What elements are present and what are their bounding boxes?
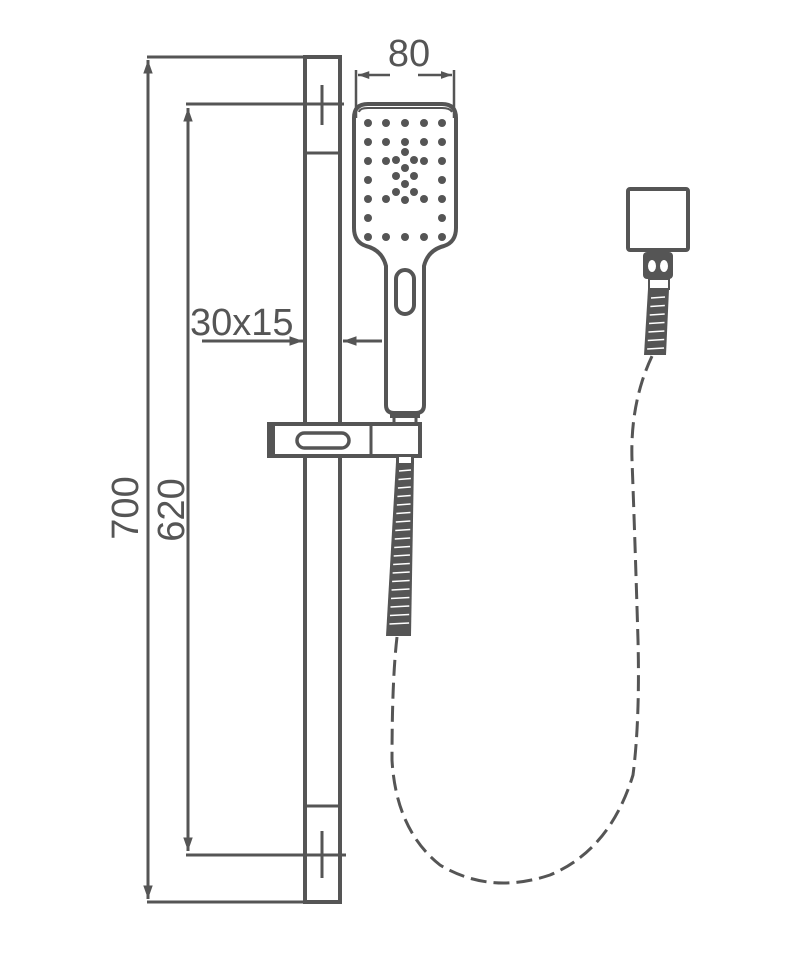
hose-ridge <box>396 511 411 515</box>
nozzle <box>364 157 372 165</box>
nozzle <box>410 172 418 180</box>
overall-length-dimension: 700 <box>105 55 305 904</box>
nozzle <box>438 233 446 241</box>
nozzle <box>382 233 390 241</box>
nozzle <box>364 214 372 222</box>
nozzle <box>364 119 372 127</box>
nozzle <box>420 233 428 241</box>
nozzle <box>382 195 390 203</box>
nozzle <box>438 176 446 184</box>
nozzle <box>420 157 428 165</box>
sliding-holder <box>267 422 422 464</box>
nozzle <box>364 233 372 241</box>
rail-section-label: 30x15 <box>190 302 294 344</box>
hose-ridge <box>650 304 665 308</box>
hose-ridge <box>398 469 412 472</box>
nozzle <box>438 119 446 127</box>
nozzle <box>392 188 400 196</box>
wall-outlet-elbow <box>626 187 690 355</box>
hose-ridge <box>648 330 665 333</box>
bracket-spacing-dimension: 620 <box>151 102 346 857</box>
hose-ridge <box>392 571 410 574</box>
nozzle <box>392 156 400 164</box>
rail-section-dimension: 30x15 <box>190 302 382 346</box>
nozzle <box>420 119 428 127</box>
hose-ridge <box>395 520 411 523</box>
nozzle <box>420 195 428 203</box>
nozzle <box>401 180 409 188</box>
nozzle <box>401 196 409 204</box>
hose-ridge <box>389 622 410 625</box>
hose-ridge <box>398 477 411 481</box>
nozzle <box>392 172 400 180</box>
nozzle <box>438 157 446 165</box>
nozzle <box>401 164 409 172</box>
hose-ridge <box>391 588 410 591</box>
nozzle <box>438 138 446 146</box>
overall-length-label: 700 <box>105 476 147 539</box>
nozzle <box>382 119 390 127</box>
nozzle <box>401 138 409 146</box>
bracket-spacing-label: 620 <box>151 478 193 541</box>
nozzle <box>364 195 372 203</box>
hand-shower <box>352 102 458 430</box>
shower-hose <box>390 351 656 885</box>
hose-ridge <box>647 338 665 342</box>
hose-ridge <box>390 605 410 608</box>
nozzle <box>438 214 446 222</box>
spray-nozzles <box>364 119 446 241</box>
hose-ridge <box>650 296 666 299</box>
nozzle <box>420 138 428 146</box>
hose-ridge <box>397 486 411 489</box>
nozzle <box>438 195 446 203</box>
hose-ridge <box>394 537 411 540</box>
hose-ridge <box>395 528 411 532</box>
nozzle <box>410 188 418 196</box>
slide-rail <box>303 55 342 904</box>
nozzle <box>410 156 418 164</box>
spray-mode-button <box>394 268 416 316</box>
shower-hose-cone <box>386 455 414 636</box>
hose-ridge <box>394 545 411 549</box>
nozzle <box>401 148 409 156</box>
hose-ridge <box>393 554 410 557</box>
hose-ridge <box>393 562 410 566</box>
nozzle <box>401 233 409 241</box>
nozzle <box>401 119 409 127</box>
nozzle <box>364 138 372 146</box>
hose-ridge <box>396 503 411 506</box>
hose-ridge <box>649 321 665 325</box>
hose-ridge <box>649 313 665 316</box>
hose-ridge <box>647 347 665 350</box>
hose-ridge <box>392 579 410 583</box>
hose-ridge <box>390 596 410 600</box>
nozzle <box>364 176 372 184</box>
hose-ridge <box>389 613 410 617</box>
head-width-label: 80 <box>388 33 430 75</box>
nozzle <box>382 138 390 146</box>
nozzle <box>382 157 390 165</box>
hose-ridge <box>397 494 411 498</box>
